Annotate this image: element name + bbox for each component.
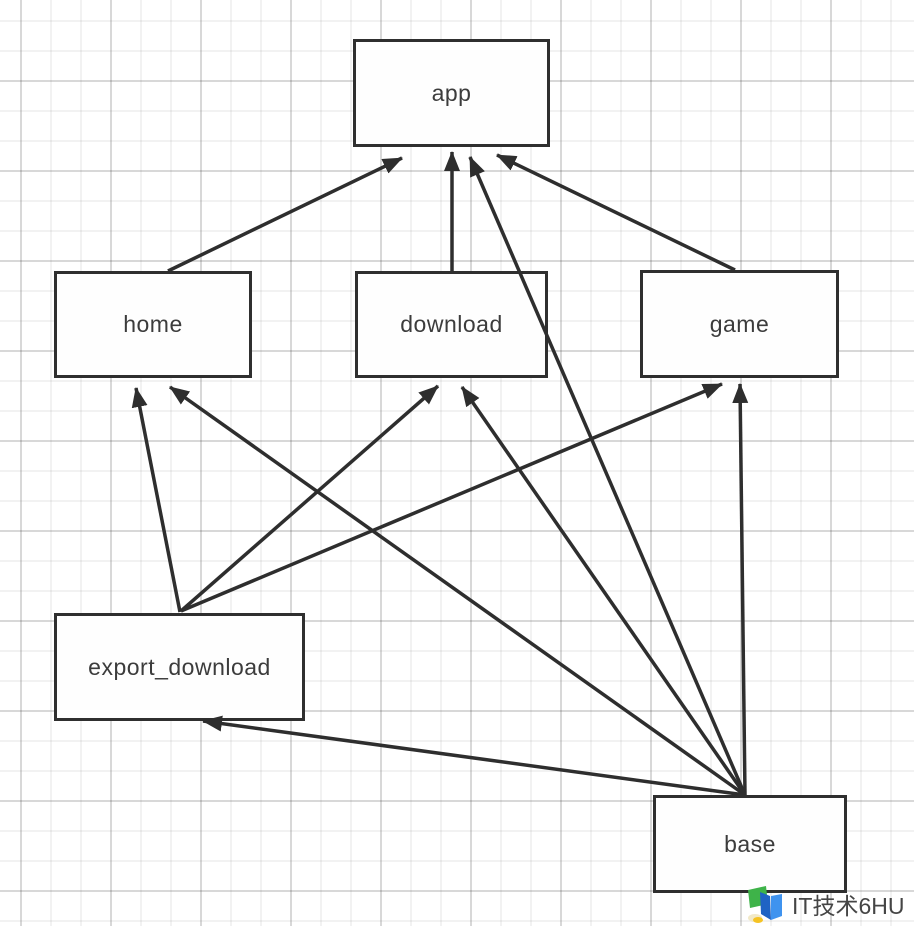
node-game-label: game (709, 310, 770, 337)
node-home: home (54, 271, 252, 378)
edge-base-to-game (732, 383, 749, 796)
edge-export_download-to-game (180, 382, 723, 613)
node-export-download-label: export_download (88, 653, 271, 680)
node-app-label: app (431, 79, 472, 106)
edge-base-to-export_download (202, 715, 746, 797)
node-base: base (653, 795, 847, 893)
watermark-logo-icon (748, 886, 782, 923)
node-download: download (355, 271, 548, 378)
watermark: IT技术6HU (744, 882, 904, 926)
node-game: game (640, 270, 839, 378)
node-export-download: export_download (54, 613, 305, 721)
edge-base-to-home (168, 385, 747, 797)
edge-home-to-app (167, 156, 403, 273)
edge-export_download-to-download (179, 384, 440, 613)
edge-export_download-to-home (131, 387, 182, 613)
edge-base-to-app (468, 156, 747, 796)
node-base-label: base (724, 830, 776, 857)
edge-base-to-download (460, 386, 747, 796)
node-app: app (353, 39, 550, 147)
edge-game-to-app (496, 153, 736, 272)
node-home-label: home (123, 311, 183, 337)
watermark-text: IT技术6HU (792, 893, 905, 919)
node-download-label: download (400, 311, 503, 337)
